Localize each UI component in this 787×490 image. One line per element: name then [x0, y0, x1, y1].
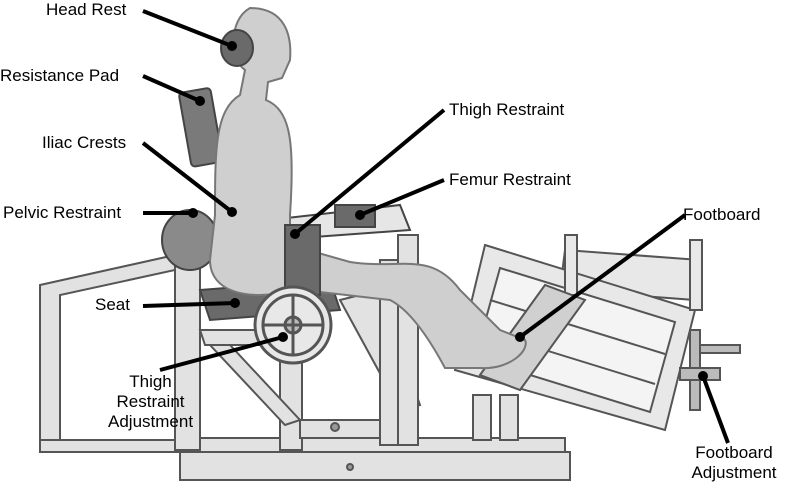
- label-pelvic-restraint: Pelvic Restraint: [3, 203, 122, 222]
- label-head-rest: Head Rest: [46, 0, 127, 19]
- label-thigh-restraint-adjustment: Thigh Restraint Adjustment: [108, 372, 194, 431]
- label-footboard-adjustment: Footboard Adjustment: [691, 443, 777, 482]
- leader-lines: [141, 9, 730, 444]
- label-seat: Seat: [95, 295, 130, 314]
- footboard-assembly: [453, 234, 741, 432]
- restraint-pads: [220, 29, 376, 296]
- adjustment-wheel: [253, 285, 333, 365]
- label-iliac-crests: Iliac Crests: [42, 133, 127, 152]
- label-resistance-pad: Resistance Pad: [0, 66, 120, 85]
- label-footboard: Footboard: [683, 205, 761, 224]
- label-thigh-restraint: Thigh Restraint: [449, 100, 565, 119]
- label-femur-restraint: Femur Restraint: [449, 170, 571, 189]
